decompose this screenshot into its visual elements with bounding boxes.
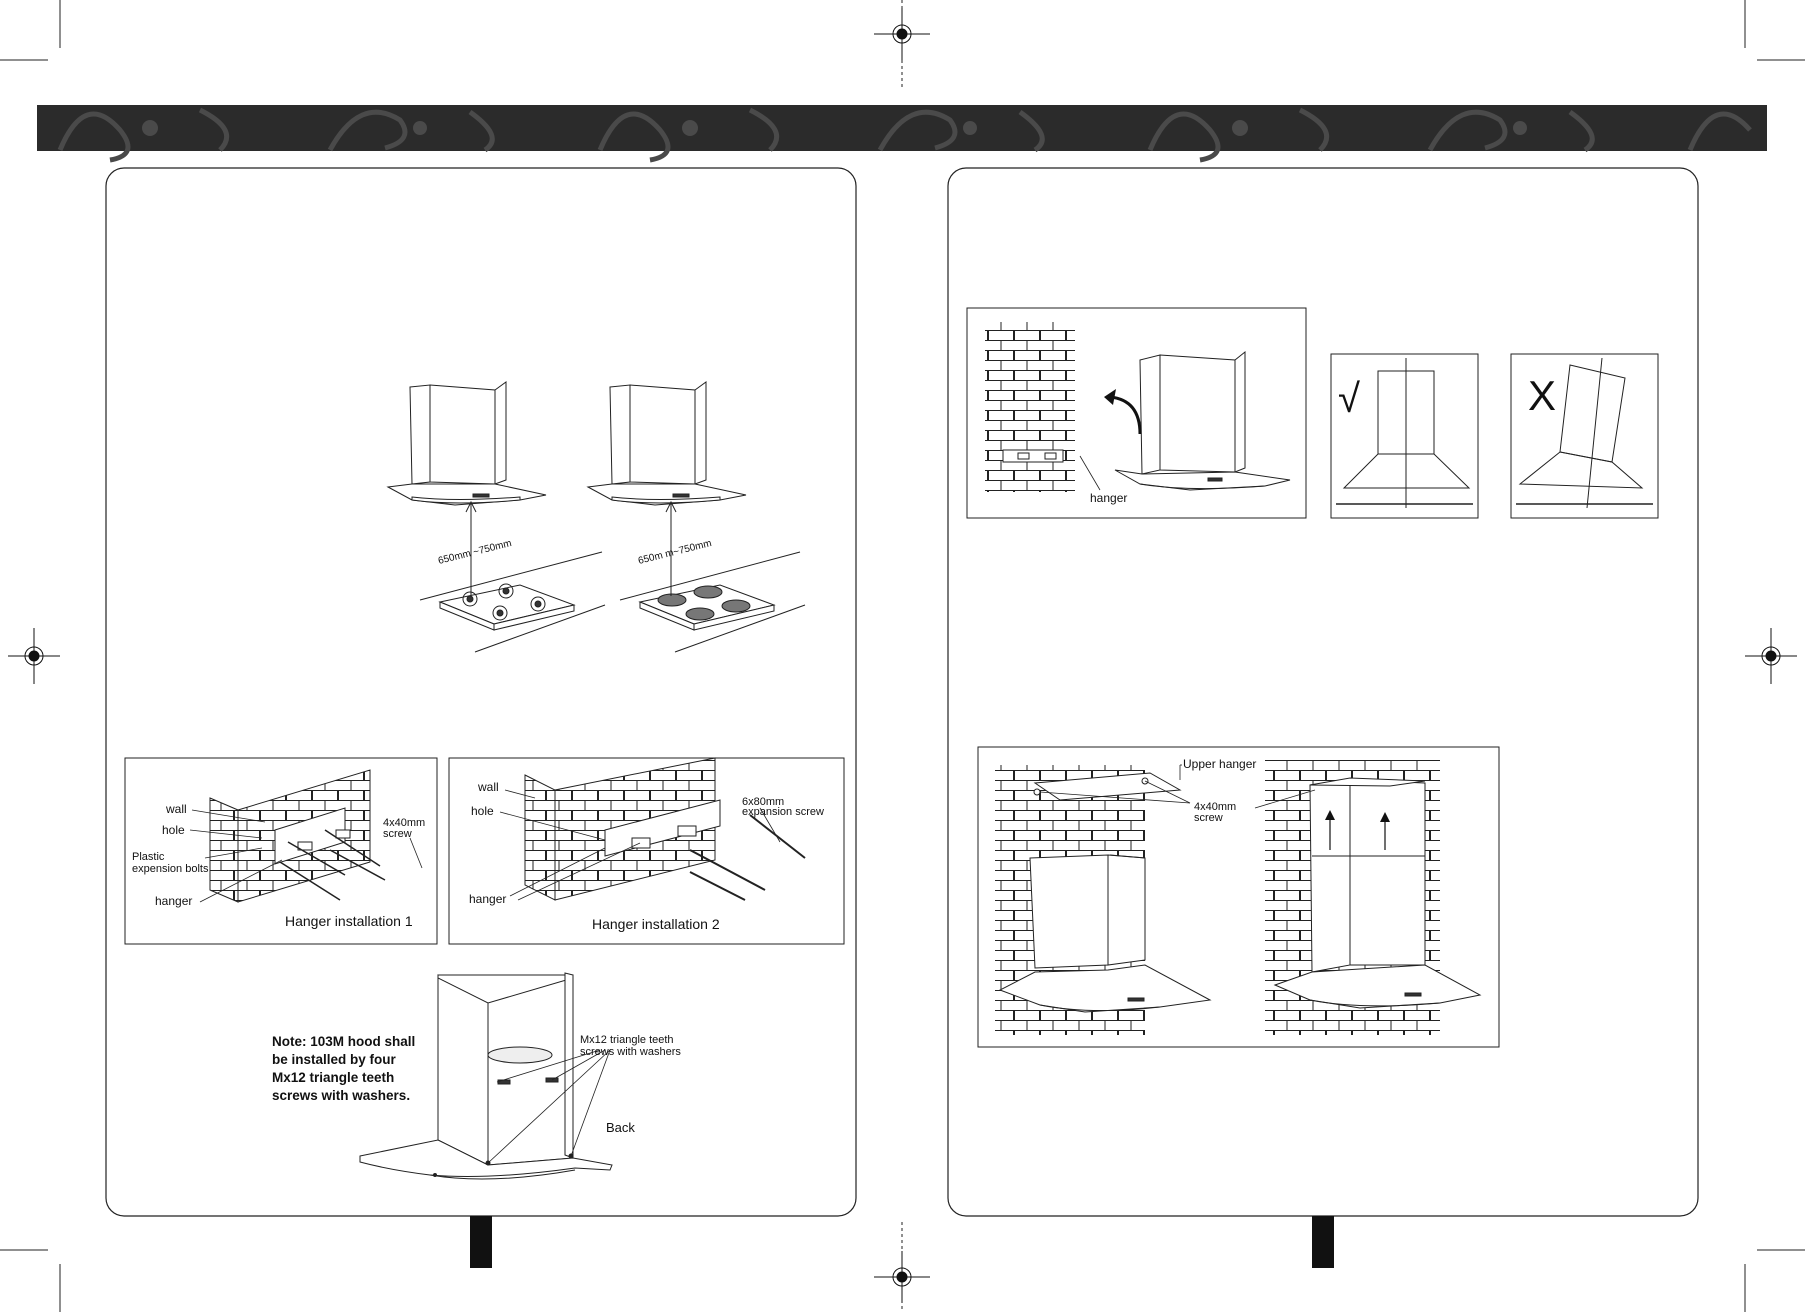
registration-mark-left xyxy=(8,628,60,684)
back-screw-label-2: screws with washers xyxy=(580,1046,681,1058)
hi2-title: Hanger installation 2 xyxy=(592,916,720,932)
back-view-figure xyxy=(359,972,613,1180)
gas-hob xyxy=(438,583,576,631)
level-correct-mark: √ xyxy=(1338,377,1360,421)
hi1-screw-label-2: screw xyxy=(383,828,412,840)
ornamental-header-band xyxy=(37,105,1767,163)
hanger-installation-2-figure xyxy=(448,757,845,945)
registration-mark-bottom xyxy=(874,1251,930,1303)
registration-mark-top xyxy=(874,8,930,60)
mounting-height-figure xyxy=(386,381,806,653)
hi1-screw-label-1: 4x40mm xyxy=(383,817,425,829)
hang-hanger-label: hanger xyxy=(1090,491,1127,505)
electric-hob xyxy=(638,584,776,631)
registration-mark-right xyxy=(1745,628,1797,684)
hi1-wall-label: wall xyxy=(165,802,187,816)
hi1-plastic-label-2: expension bolts xyxy=(132,863,209,875)
electric-hob-distance-label: 650m m~750mm xyxy=(637,538,713,567)
hi2-screw-label-2: expansion screw xyxy=(742,806,824,818)
chimney-installation-figure xyxy=(977,746,1500,1048)
back-note-line-3: Mx12 triangle teeth xyxy=(272,1070,394,1085)
chimney-screw-label-2: screw xyxy=(1194,812,1223,824)
chimney-screw-label-1: 4x40mm xyxy=(1194,801,1236,813)
back-screw-label-1: Mx12 triangle teeth xyxy=(580,1034,674,1046)
hi1-hole-label: hole xyxy=(162,823,185,837)
hanger-installation-1-figure xyxy=(124,757,438,945)
right-page-tab xyxy=(1312,1216,1334,1268)
level-correct-figure xyxy=(1330,353,1479,519)
hi1-title: Hanger installation 1 xyxy=(285,913,413,929)
hi1-hanger-label: hanger xyxy=(155,894,192,908)
hi2-wall-label: wall xyxy=(477,780,499,794)
back-note-line-4: screws with washers. xyxy=(272,1088,410,1103)
hi2-hole-label: hole xyxy=(471,804,494,818)
back-note-line-1: Note: 103M hood shall xyxy=(272,1034,415,1049)
gas-hob-distance-label: 650mm ~750mm xyxy=(437,538,513,567)
hang-hood-figure xyxy=(966,307,1307,519)
left-page-tab xyxy=(470,1216,492,1268)
hood-gas xyxy=(386,381,547,506)
chimney-upper-hanger-label: Upper hanger xyxy=(1183,757,1256,771)
back-note-line-2: be installed by four xyxy=(272,1052,397,1067)
hi2-screw-label-1: 6x80mm xyxy=(742,796,784,808)
hood-electric xyxy=(586,381,747,506)
back-label: Back xyxy=(606,1120,635,1135)
hi2-hanger-label: hanger xyxy=(469,892,506,906)
level-wrong-mark: X xyxy=(1528,372,1556,419)
level-wrong-figure xyxy=(1510,353,1659,519)
hi1-plastic-label-1: Plastic xyxy=(132,851,165,863)
